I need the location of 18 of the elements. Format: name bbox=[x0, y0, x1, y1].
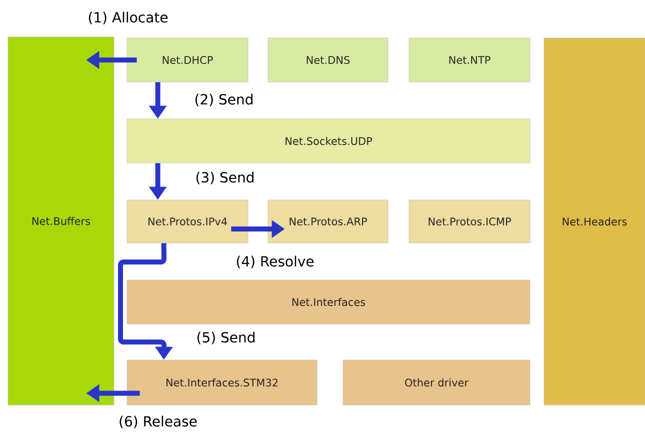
module-box: Net.DHCP bbox=[126, 38, 248, 82]
edge-label: (6) Release bbox=[120, 416, 197, 428]
module-box: Other driver bbox=[342, 360, 530, 406]
module-box: Net.NTP bbox=[408, 38, 530, 82]
headers-column: Net.Headers bbox=[544, 38, 645, 406]
edge-label: (3) Send bbox=[196, 172, 254, 184]
module-box: Net.Protos.ARP bbox=[268, 200, 388, 244]
edge-label: (5) Send bbox=[197, 332, 254, 344]
module-box: Net.Protos.IPv4 bbox=[126, 200, 248, 244]
edge-label: (4) Resolve bbox=[236, 256, 314, 268]
buffers-column: Net.Buffers bbox=[8, 36, 114, 406]
module-box: Net.Sockets.UDP bbox=[126, 118, 530, 164]
module-box: Net.DNS bbox=[268, 38, 388, 82]
module-box: Net.Interfaces bbox=[126, 280, 530, 324]
module-box: Net.Interfaces.STM32 bbox=[126, 360, 318, 406]
edge-label: (1) Allocate bbox=[88, 12, 168, 24]
edge-label: (2) Send bbox=[195, 94, 252, 106]
module-box: Net.Protos.ICMP bbox=[408, 200, 530, 244]
